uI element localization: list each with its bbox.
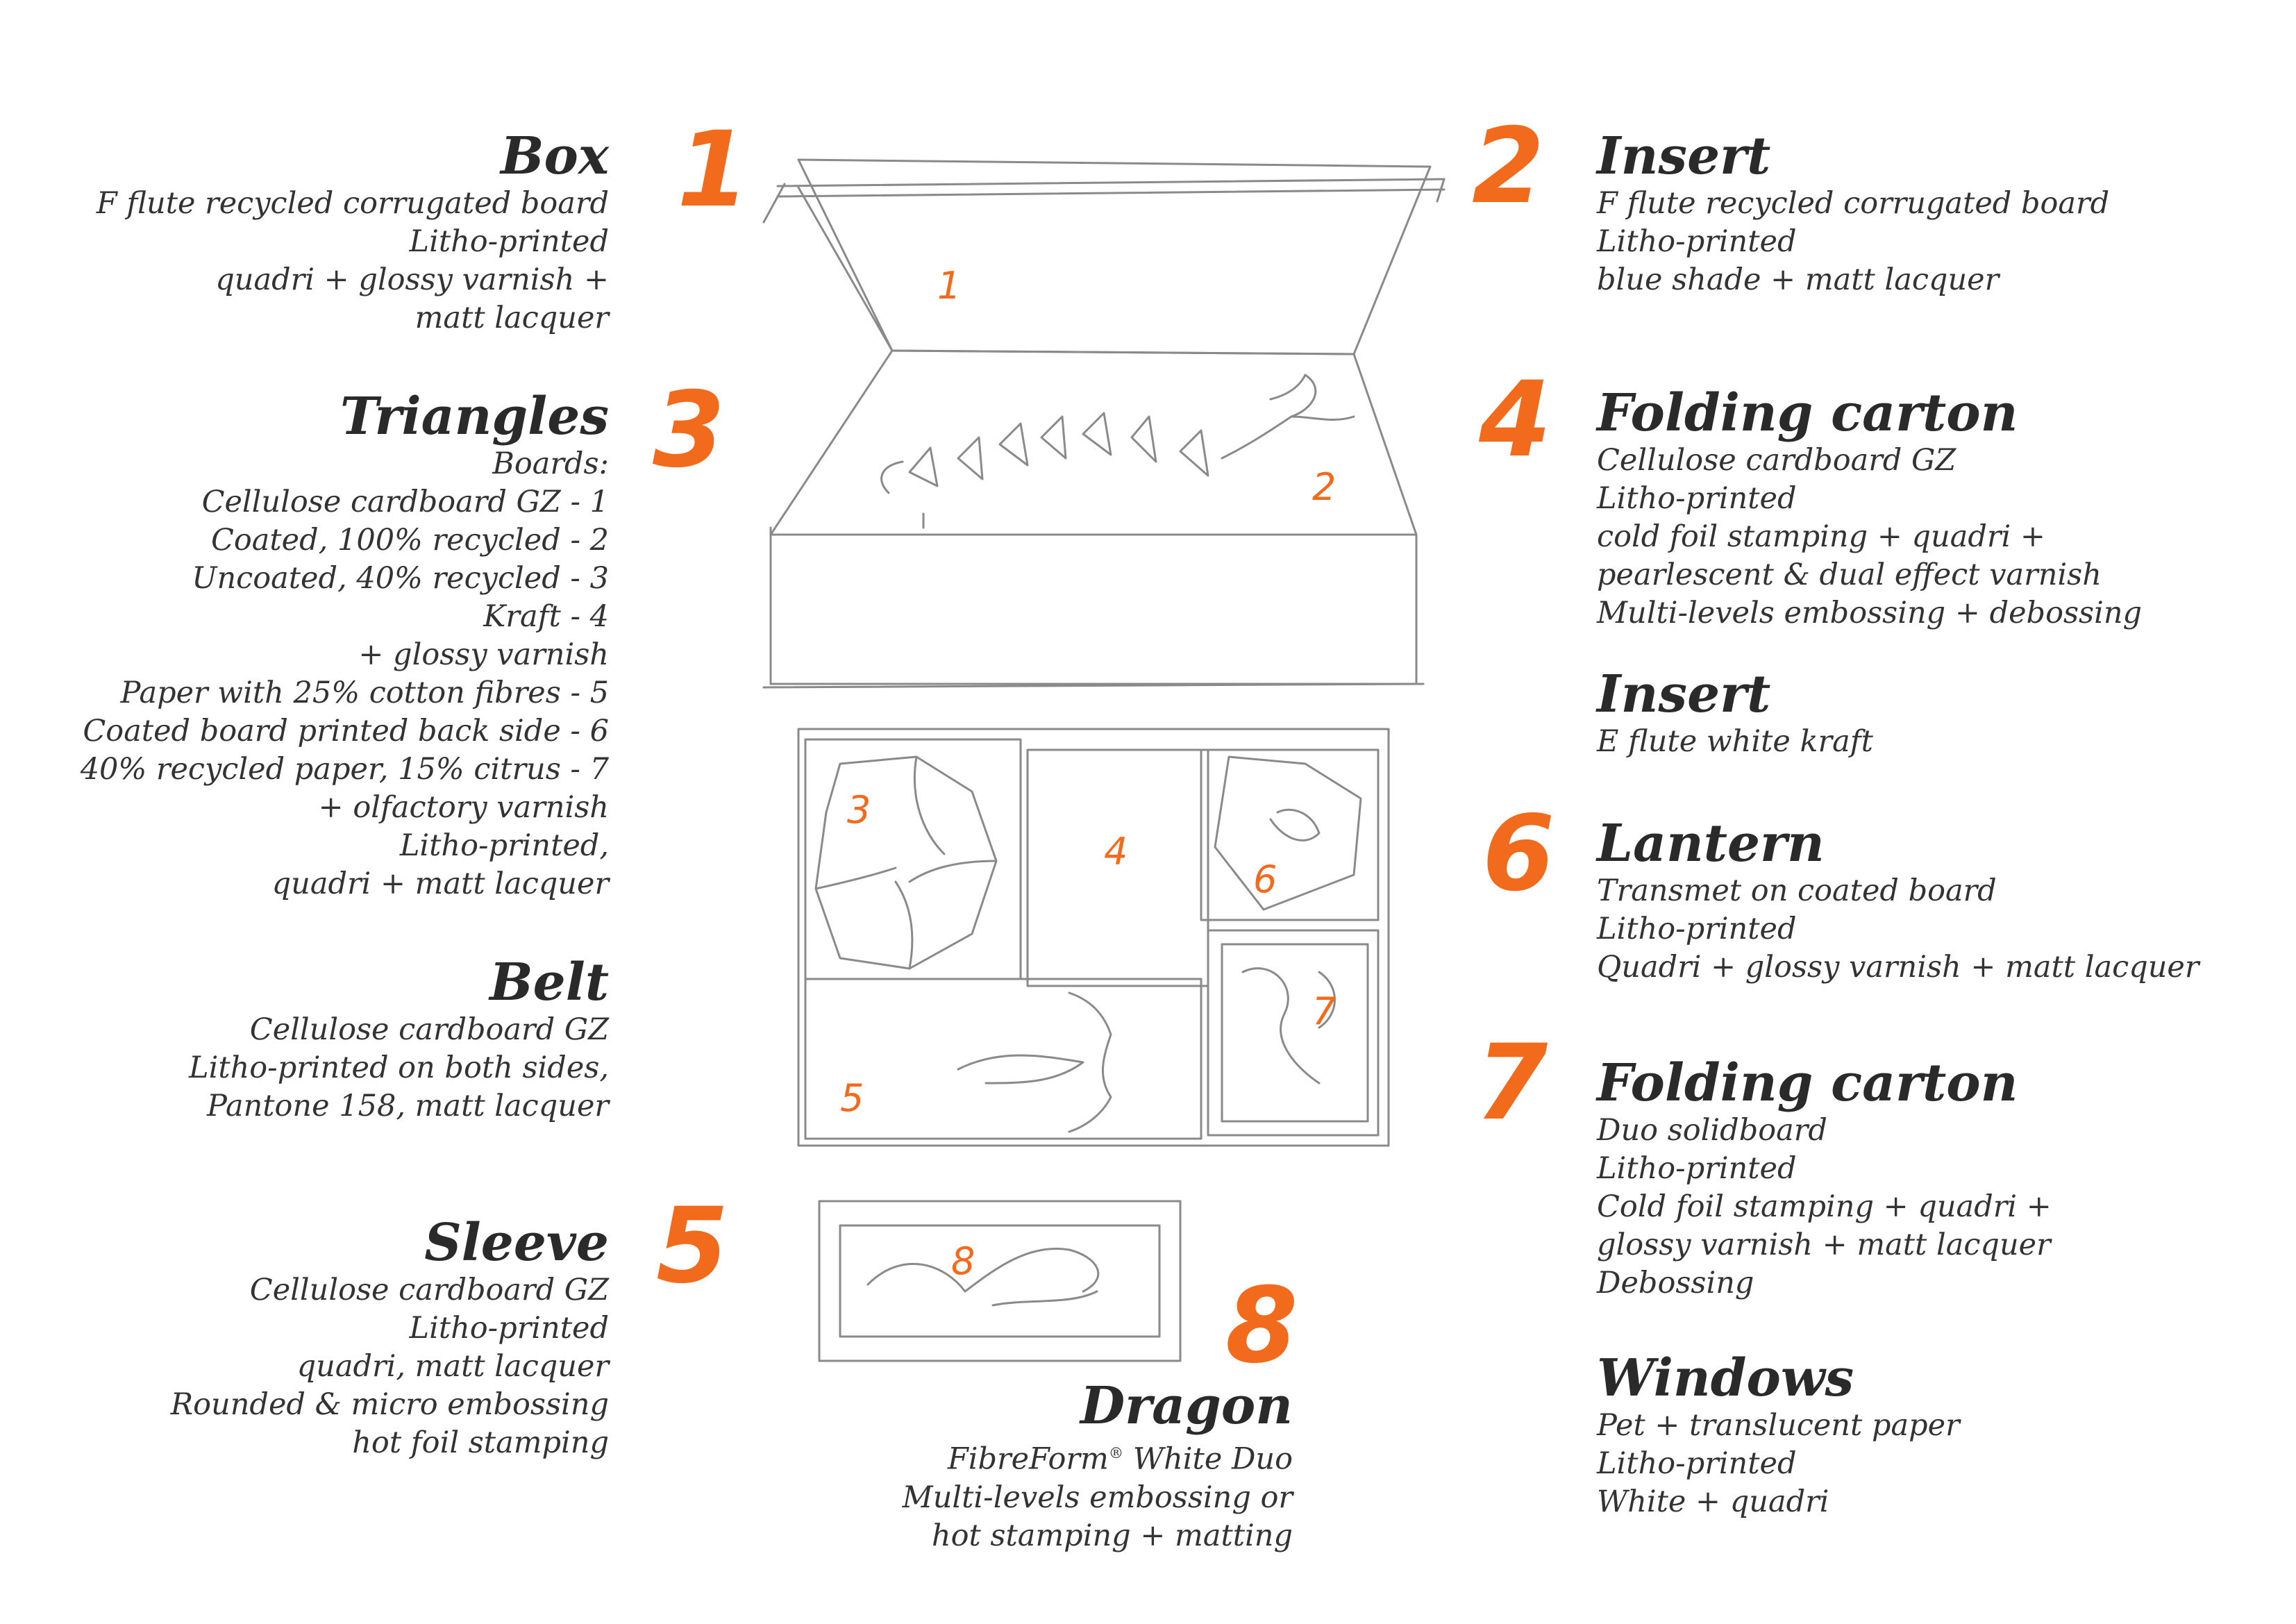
windows-spec: Windows Pet + translucent paper Litho-pr… [1597, 1350, 1960, 1521]
box-tray-sketch [762, 349, 1425, 689]
sketch-label-5: 5 [840, 1076, 864, 1120]
triangles-line: + olfactory varnish [318, 790, 609, 826]
belt-title: Belt [489, 953, 609, 1012]
registered-mark: ® [1108, 1445, 1124, 1463]
insert-2-title: Insert [1597, 126, 1771, 186]
belt-line: Pantone 158, matt lacquer [206, 1089, 609, 1124]
box-title: Box [500, 126, 609, 186]
windows-line: Litho-printed [1597, 1446, 1797, 1482]
folding-carton-7-line: Cold foil stamping + quadri + [1597, 1189, 2052, 1225]
belt-spec: Belt Cellulose cardboard GZ Litho-printe… [189, 953, 609, 1125]
folding-carton-4-title: Folding carton [1597, 383, 2018, 443]
folding-carton-7-title: Folding carton [1597, 1053, 2018, 1113]
belt-line: Cellulose cardboard GZ [249, 1012, 609, 1048]
sleeve-line: Cellulose cardboard GZ [249, 1273, 609, 1308]
dragon-brand-rest: White Duo [1123, 1441, 1293, 1477]
dragon-brand-line: FibreForm® White Duo [903, 1434, 1293, 1478]
dragon-line: Multi-levels embossing or [902, 1480, 1293, 1515]
insert-2-line: Litho-printed [1597, 224, 1797, 260]
number-4: 4 [1479, 360, 1552, 480]
sketch-label-4: 4 [1104, 830, 1128, 873]
windows-line: White + quadri [1597, 1484, 1829, 1520]
triangles-line: Coated board printed back side - 6 [83, 714, 609, 749]
insert-compartments-sketch [797, 728, 1390, 1147]
sleeve-title: Sleeve [424, 1213, 609, 1273]
lantern-spec: Lantern Transmet on coated board Litho-p… [1597, 814, 2199, 987]
folding-carton-7-line: Duo solidboard [1597, 1113, 1827, 1148]
folding-carton-4-line: Litho-printed [1597, 481, 1797, 517]
number-7: 7 [1475, 1023, 1548, 1144]
box-lid-sketch [762, 158, 1446, 355]
insert-2-spec: Insert F flute recycled corrugated board… [1597, 128, 2109, 299]
number-1: 1 [677, 110, 750, 231]
folding-carton-7-line: Litho-printed [1597, 1151, 1797, 1187]
triangles-line: quadri + matt lacquer [271, 867, 609, 902]
number-5: 5 [656, 1186, 729, 1307]
dragon-line: hot stamping + matting [931, 1518, 1293, 1553]
sleeve-line: Rounded & micro embossing [170, 1387, 609, 1423]
folding-carton-4-spec: Folding carton Cellulose cardboard GZ Li… [1597, 385, 2142, 633]
windows-line: Pet + translucent paper [1597, 1408, 1960, 1443]
folding-carton-7-line: Debossing [1597, 1266, 1754, 1301]
triangles-line: 40% recycled paper, 15% citrus - 7 [80, 752, 609, 787]
number-2: 2 [1472, 106, 1545, 227]
belt-line: Litho-printed on both sides, [189, 1050, 609, 1086]
box-line: quadri + glossy varnish + [215, 262, 609, 298]
triangles-line: Litho-printed, [399, 828, 609, 864]
folding-carton-4-line: Multi-levels embossing + debossing [1597, 596, 2143, 631]
sleeve-spec: Sleeve Cellulose cardboard GZ Litho-prin… [170, 1213, 609, 1462]
sketch-label-7: 7 [1312, 989, 1336, 1033]
sketch-label-2: 2 [1312, 465, 1336, 509]
sketch-label-6: 6 [1253, 857, 1277, 901]
sleeve-line: quadri, matt lacquer [296, 1349, 609, 1384]
folding-carton-7-spec: Folding carton Duo solidboard Litho-prin… [1597, 1055, 2052, 1303]
sleeve-line: Litho-printed [409, 1311, 609, 1346]
box-line: Litho-printed [409, 224, 609, 260]
insert-2-line: F flute recycled corrugated board [1597, 186, 2110, 221]
triangles-line: Paper with 25% cotton fibres - 5 [120, 676, 609, 711]
insert-2-line: blue shade + matt lacquer [1597, 262, 2000, 298]
lantern-title: Lantern [1597, 814, 1825, 873]
triangles-line: Coated, 100% recycled - 2 [210, 523, 609, 558]
triangles-line: Cellulose cardboard GZ - 1 [201, 485, 609, 520]
triangles-title: Triangles [340, 387, 609, 446]
triangles-spec: Triangles Boards: Cellulose cardboard GZ… [80, 387, 609, 903]
folding-carton-4-line: Cellulose cardboard GZ [1597, 443, 1956, 478]
triangles-line: + glossy varnish [358, 637, 609, 673]
number-8: 8 [1225, 1266, 1298, 1387]
lantern-line: Transmet on coated board [1597, 873, 1997, 909]
folding-carton-7-line: glossy varnish + matt lacquer [1597, 1228, 2051, 1263]
sketch-label-1: 1 [937, 264, 962, 308]
number-3: 3 [653, 370, 726, 491]
triangle-dragon-sketch [880, 374, 1355, 494]
sketch-label-8: 8 [951, 1239, 975, 1283]
folding-carton-4-line: pearlescent & dual effect varnish [1597, 558, 2102, 593]
insert-e-line: E flute white kraft [1597, 724, 1873, 760]
box-line: matt lacquer [414, 301, 609, 336]
number-6: 6 [1482, 794, 1555, 914]
triangles-line: Uncoated, 40% recycled - 3 [192, 561, 609, 596]
box-line: F flute recycled corrugated board [96, 186, 609, 221]
lantern-line: Litho-printed [1597, 912, 1797, 947]
windows-title: Windows [1597, 1348, 1854, 1408]
triangles-line: Boards: [492, 446, 609, 482]
sleeve-line: hot foil stamping [352, 1425, 609, 1461]
insert-e-spec: Insert E flute white kraft [1597, 664, 1873, 761]
sketch-label-3: 3 [847, 788, 871, 832]
insert-e-title: Insert [1597, 664, 1771, 724]
lantern-line: Quadri + glossy varnish + matt lacquer [1597, 950, 2199, 985]
box-spec: Box F flute recycled corrugated board Li… [97, 128, 609, 337]
dragon-title: Dragon [1080, 1376, 1293, 1436]
dragon-brand: FibreForm [947, 1441, 1109, 1477]
triangles-line: Kraft - 4 [483, 599, 609, 635]
sleeve-sketch [818, 1200, 1182, 1362]
folding-carton-4-line: cold foil stamping + quadri + [1597, 519, 2045, 555]
dragon-spec: Dragon FibreForm® White Duo Multi-levels… [903, 1378, 1293, 1555]
